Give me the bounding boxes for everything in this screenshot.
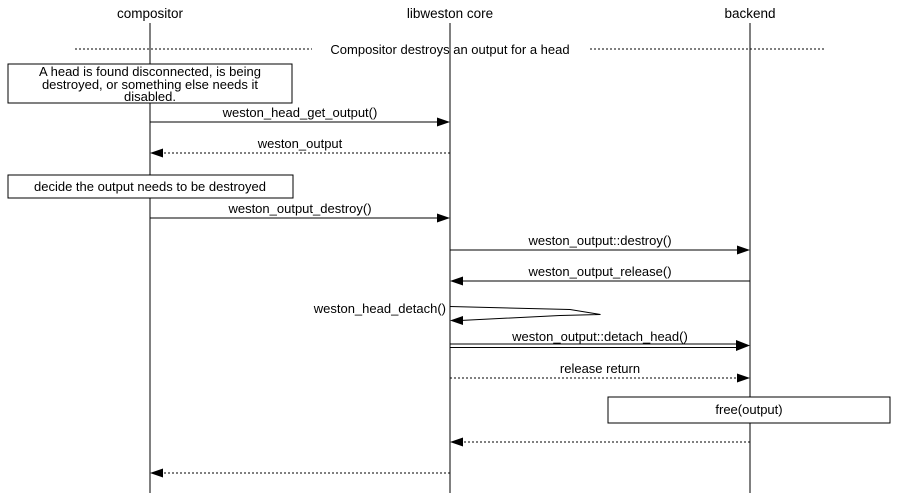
action-label: free(output) (715, 402, 782, 417)
arrowhead-left-icon (150, 468, 163, 478)
note-line: disabled. (124, 89, 176, 104)
divider-label: Compositor destroys an output for a head (330, 42, 569, 57)
message-label: weston_output::detach_head() (511, 329, 688, 344)
message-label: weston_output (257, 136, 343, 151)
message-release-return: release return (450, 361, 750, 383)
message-return-core-to-compositor (150, 468, 450, 478)
arrowhead-left-icon (450, 316, 463, 325)
message-weston-output-destroy: weston_output_destroy() (150, 201, 450, 223)
note-line: destroyed, or something else needs it (42, 77, 258, 92)
arrowhead-left-icon (150, 148, 163, 158)
note-head-disconnected: A head is found disconnected, is being d… (7, 63, 293, 104)
note-decide-destroy: decide the output needs to be destroyed (7, 174, 294, 199)
note-box (7, 174, 294, 199)
message-label: weston_output_release() (527, 264, 671, 279)
arrowhead-right-icon (737, 245, 750, 255)
actor-label-compositor: compositor (117, 6, 184, 21)
action-box (607, 396, 891, 424)
arrowhead-left-icon (450, 276, 463, 286)
message-label: weston_output_destroy() (227, 201, 371, 216)
actor-label-backend: backend (724, 6, 775, 21)
message-label: weston_head_get_output() (222, 105, 378, 120)
message-weston-head-detach-self: weston_head_detach() (313, 301, 601, 325)
note-line: decide the output needs to be destroyed (34, 179, 266, 194)
message-weston-output-release: weston_output_release() (450, 264, 750, 286)
message-label: weston_head_detach() (313, 301, 446, 316)
divider-compositor-destroys-output: Compositor destroys an output for a head (75, 42, 825, 57)
message-weston-output-detach-head: weston_output::detach_head() (450, 329, 750, 351)
actor-label-libweston-core: libweston core (407, 6, 493, 21)
arrowhead-right-icon (437, 213, 450, 223)
arrowhead-right-icon (437, 117, 450, 127)
action-free-output: free(output) (607, 396, 891, 424)
note-line: A head is found disconnected, is being (39, 64, 261, 79)
arrowhead-right-icon (737, 373, 750, 383)
message-return-backend-to-core (450, 437, 750, 447)
message-weston-output-return: weston_output (150, 136, 450, 158)
message-label: weston_output::destroy() (527, 233, 671, 248)
message-weston-head-get-output: weston_head_get_output() (150, 105, 450, 127)
self-message-loop (449, 306, 601, 321)
arrowhead-right-icon (736, 340, 750, 351)
message-label: release return (560, 361, 640, 376)
message-weston-output-colon-destroy: weston_output::destroy() (450, 233, 750, 255)
arrowhead-left-icon (450, 437, 463, 447)
note-box (7, 63, 293, 104)
